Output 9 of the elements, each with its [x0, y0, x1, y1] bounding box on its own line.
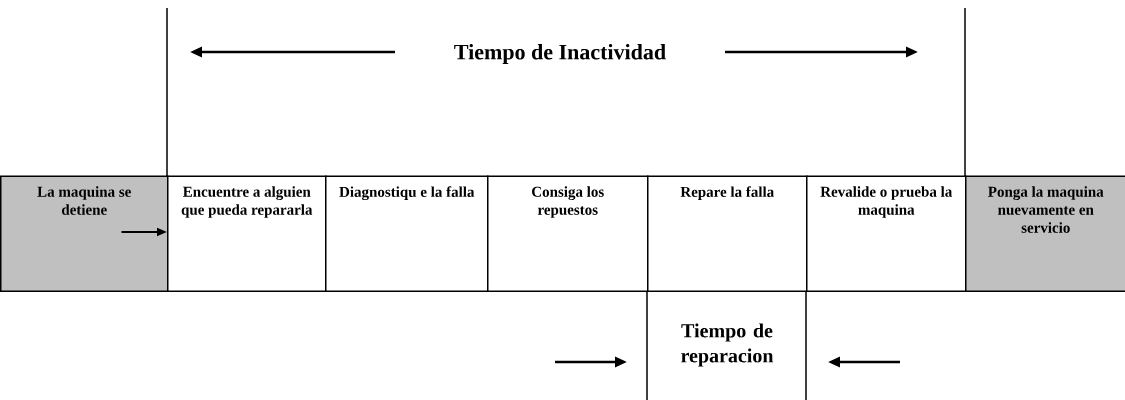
step-box: La maquina se detiene [0, 175, 169, 292]
step-box: Repare la falla [647, 175, 808, 292]
step-box: Revalide o prueba la maquina [806, 175, 967, 292]
step-box: Consiga los repuestos [487, 175, 649, 292]
step-box: Diagnostiqu e la falla [325, 175, 489, 292]
step-box: Ponga la maquina nuevamente en servicio [965, 175, 1125, 292]
step-box: Encuentre a alguien que pueda repararla [167, 175, 327, 292]
title: Tiempo de Inactividad [451, 42, 669, 66]
span-label: Tiempo de reparacion [681, 323, 774, 367]
